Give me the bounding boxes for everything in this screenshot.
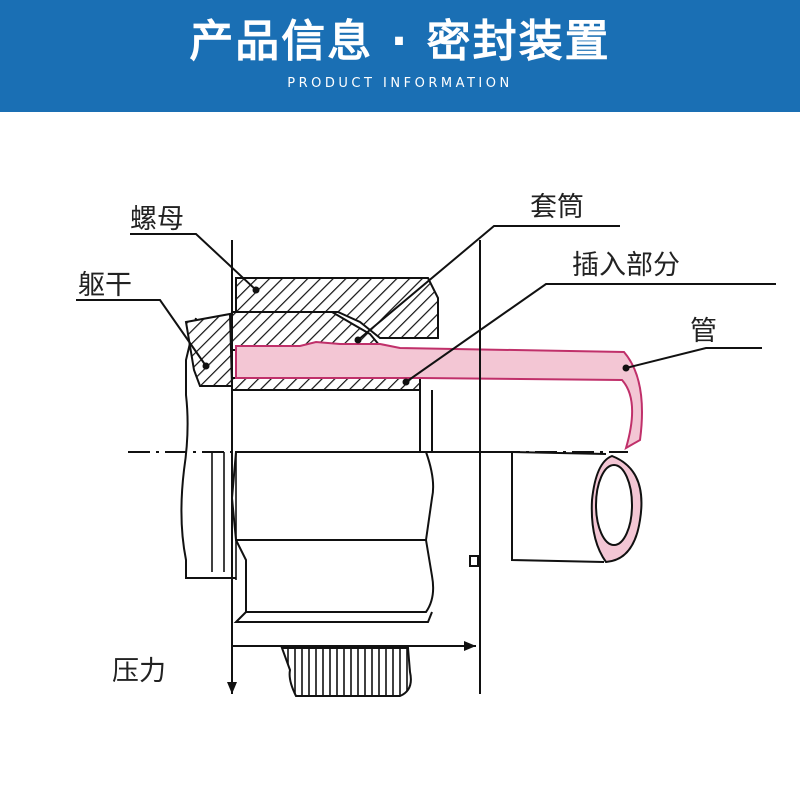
pressure-arrowhead xyxy=(464,641,476,651)
tube-lower-outline xyxy=(419,390,605,567)
page-header: 产品信息 · 密封装置 PRODUCT INFORMATION xyxy=(0,0,800,112)
label-tube: 管 xyxy=(690,316,717,347)
tube-end-inner xyxy=(595,464,633,546)
leader-insert xyxy=(405,283,776,383)
body-outline xyxy=(180,317,236,579)
pressure-block xyxy=(280,647,412,697)
nut-hex-bottom xyxy=(233,539,435,623)
leader-nut xyxy=(130,233,257,291)
pressure-arrow-down xyxy=(227,682,237,694)
label-body: 躯干 xyxy=(78,270,132,301)
seal-device-diagram: 螺母 套筒 躯干 插入部分 管 压力 xyxy=(76,192,776,697)
body-flange xyxy=(184,312,234,387)
body-inner-thread xyxy=(211,452,237,580)
tube-body xyxy=(235,340,643,451)
leader-tube xyxy=(625,347,762,369)
leader-sleeve xyxy=(357,225,620,341)
sleeve-lower xyxy=(231,377,421,391)
label-pressure: 压力 xyxy=(112,656,166,687)
label-nut: 螺母 xyxy=(130,204,184,235)
label-sleeve: 套筒 xyxy=(530,192,584,223)
page-subtitle: PRODUCT INFORMATION xyxy=(287,76,513,91)
nut-hex xyxy=(230,451,435,541)
page-title: 产品信息 · 密封装置 xyxy=(189,16,611,67)
label-insert: 插入部分 xyxy=(572,250,680,281)
leader-body xyxy=(76,299,207,367)
